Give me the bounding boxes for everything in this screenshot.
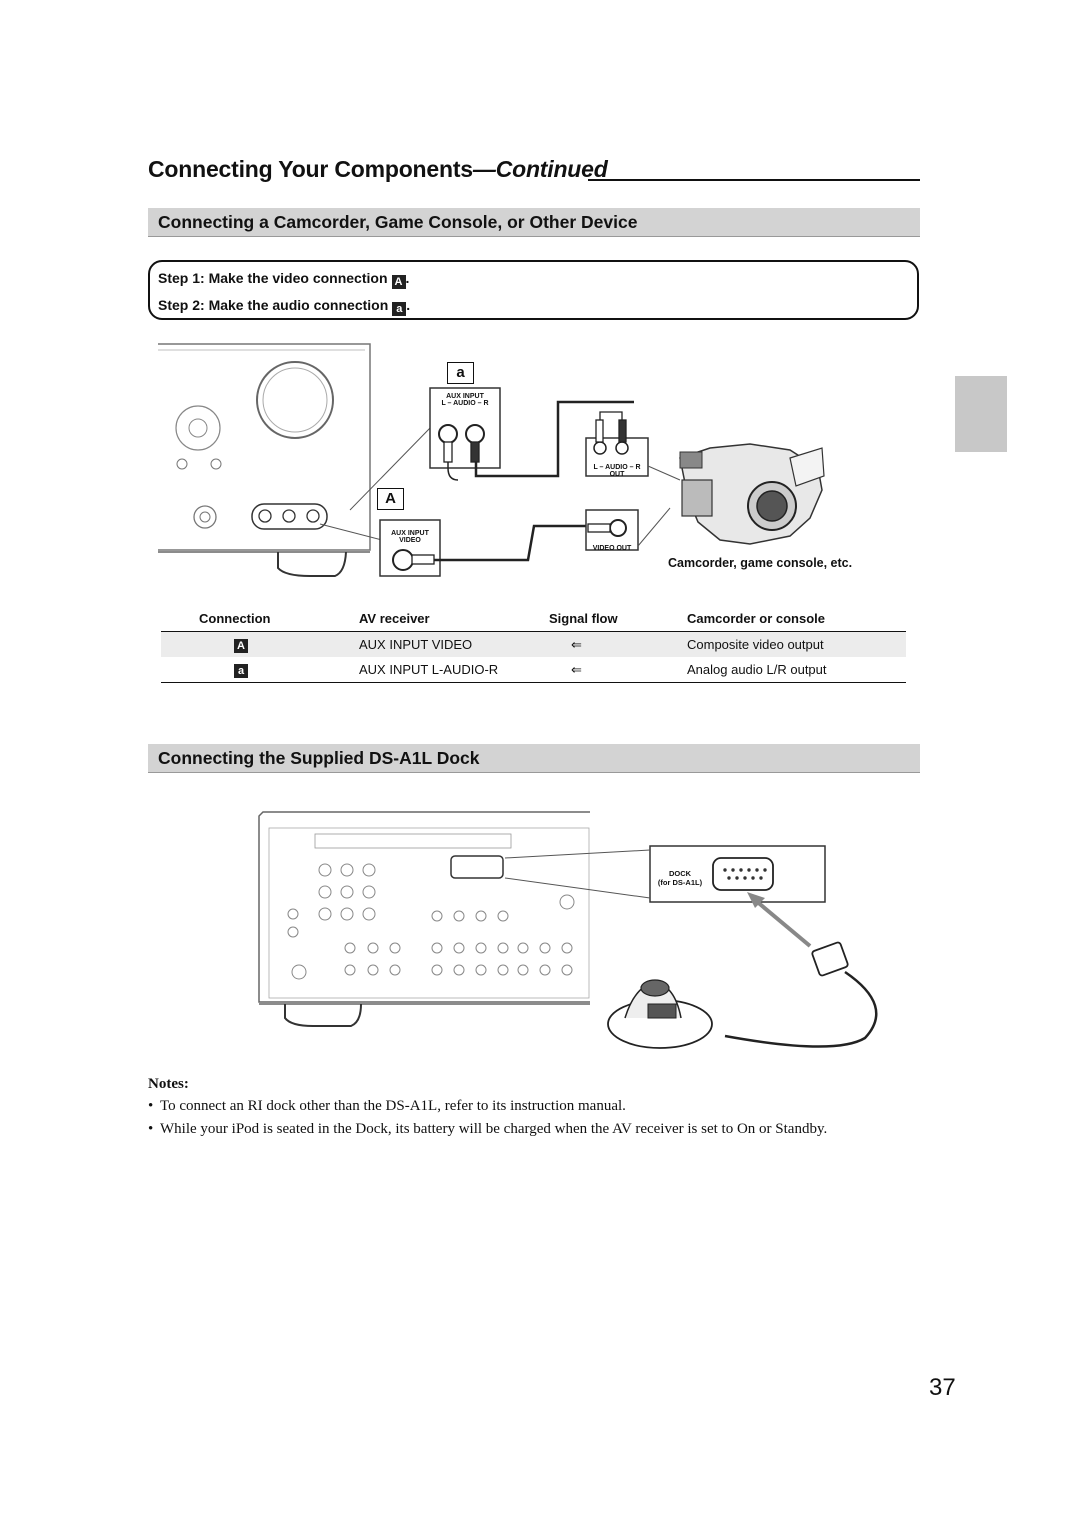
camcorder-connection-diagram: [158, 343, 825, 577]
note-item: •While your iPod is seated in the Dock, …: [148, 1121, 828, 1137]
aux-audio-label-title: AUX INPUT: [446, 393, 484, 400]
dock-port-label-sub: (for DS-A1L): [657, 878, 703, 887]
section-camcorder-title: Connecting a Camcorder, Game Console, or…: [158, 212, 638, 232]
side-thumb-tab: [955, 376, 1007, 452]
heading-rule: [588, 179, 920, 181]
table-row: a AUX INPUT L-AUDIO-R ⇐ Analog audio L/R…: [161, 657, 906, 683]
note-text: To connect an RI dock other than the DS-…: [160, 1098, 626, 1114]
connect-arrow: [747, 892, 812, 948]
diagram-badge-video: A: [377, 488, 404, 510]
step-2-badge: a: [392, 302, 407, 316]
table-header-row: Connection AV receiver Signal flow Camco…: [161, 608, 906, 632]
camcorder-illustration: [679, 443, 825, 545]
aux-video-label-title: AUX INPUT: [391, 530, 429, 537]
aux-video-label: AUX INPUT VIDEO: [380, 530, 440, 544]
steps-box: [148, 260, 919, 320]
row-device: Analog audio L/R output: [687, 657, 906, 683]
connection-table: Connection AV receiver Signal flow Camco…: [161, 608, 906, 683]
row-flow: ⇐: [549, 657, 687, 683]
page-heading: Connecting Your Components—Continued: [148, 156, 608, 183]
aux-video-label-sub: VIDEO: [399, 537, 421, 544]
row-receiver: AUX INPUT VIDEO: [359, 631, 549, 657]
section-camcorder-title-bar: Connecting a Camcorder, Game Console, or…: [148, 208, 920, 237]
dock-connection-diagram: [258, 811, 878, 1049]
receiver-front-panel: [158, 343, 371, 577]
row-receiver: AUX INPUT L-AUDIO-R: [359, 657, 549, 683]
header-av-receiver: AV receiver: [359, 608, 549, 632]
row-badge: a: [234, 663, 248, 678]
aux-input-audio-jacks: [429, 387, 501, 469]
row-badge: A: [234, 638, 248, 653]
aux-audio-label-sub: L – AUDIO – R: [441, 400, 489, 407]
step-2-text: Step 2: Make the audio connection: [158, 297, 389, 313]
page-number: 37: [929, 1374, 956, 1401]
camcorder-caption: Camcorder, game console, etc.: [668, 556, 853, 570]
header-connection: Connection: [161, 608, 359, 632]
aux-audio-label: AUX INPUT L – AUDIO – R: [430, 393, 500, 407]
page-heading-main: Connecting Your Components: [148, 156, 473, 182]
section-dock-title: Connecting the Supplied DS-A1L Dock: [158, 748, 480, 768]
camcorder-audio-out-label-sub: OUT: [609, 471, 625, 478]
camcorder-audio-out-jacks: [585, 411, 649, 477]
camcorder-audio-out-label: L – AUDIO – R OUT: [586, 464, 648, 478]
dock-port-label: DOCK (for DS-A1L): [650, 869, 710, 887]
dock-illustration: [607, 979, 713, 1049]
dock-port-inset: [649, 845, 826, 903]
aux-input-video-jack: [379, 519, 441, 577]
diagram-badge-audio: a: [447, 362, 474, 384]
dock-port-label-main: DOCK: [668, 869, 692, 878]
receiver-rear-panel: [258, 811, 590, 1027]
page-heading-suffix: —Continued: [472, 156, 608, 182]
camcorder-video-out-label: VIDEO OUT: [592, 545, 632, 552]
notes-title: Notes:: [148, 1076, 189, 1092]
header-signal-flow: Signal flow: [549, 608, 687, 632]
note-text: While your iPod is seated in the Dock, i…: [160, 1121, 828, 1137]
section-dock-title-bar: Connecting the Supplied DS-A1L Dock: [148, 744, 920, 773]
step-1-badge: A: [391, 275, 406, 289]
dock-cable-plug: [724, 941, 878, 1048]
row-flow: ⇐: [549, 631, 687, 657]
header-camcorder: Camcorder or console: [687, 608, 906, 632]
step-1-text: Step 1: Make the video connection: [158, 270, 388, 286]
camcorder-video-out-jack: [585, 509, 639, 551]
row-device: Composite video output: [687, 631, 906, 657]
table-row: A AUX INPUT VIDEO ⇐ Composite video outp…: [161, 631, 906, 657]
camcorder-audio-out-label-main: L – AUDIO – R: [593, 464, 641, 471]
note-item: •To connect an RI dock other than the DS…: [148, 1098, 626, 1114]
